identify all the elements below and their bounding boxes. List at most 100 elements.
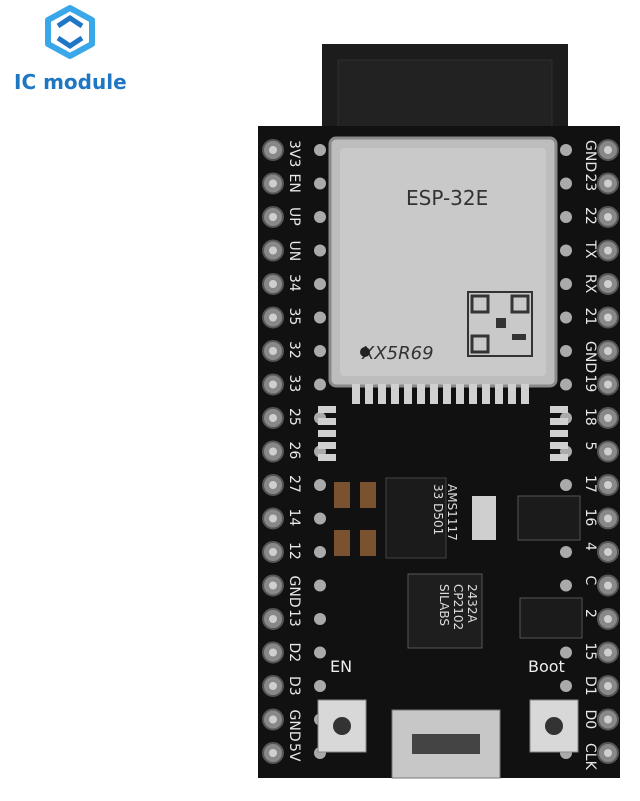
pin-label-right: GND <box>582 140 598 172</box>
module-pad <box>404 384 412 404</box>
header-pin-left <box>262 373 326 396</box>
header-pin-left <box>262 172 326 195</box>
header-pin-right <box>560 373 619 396</box>
header-pin-right <box>560 340 619 362</box>
module-pad <box>550 406 568 413</box>
ldo-marking-1: AMS1117 <box>445 484 459 541</box>
pin-label-left: 34 <box>286 274 302 292</box>
header-pin-right <box>560 206 619 228</box>
module-pad <box>318 430 336 437</box>
module-label: ESP-32E <box>406 186 488 210</box>
header-pin-right <box>560 541 619 563</box>
module-pad <box>482 384 490 404</box>
module-pad <box>469 384 477 404</box>
header-pin-left <box>262 340 326 362</box>
header-pin-right <box>560 675 619 697</box>
pin-label-right: 15 <box>582 643 598 661</box>
ldo-regulator <box>385 477 447 559</box>
pin-label-left: UP <box>286 207 302 226</box>
pin-label-left: 26 <box>286 442 302 460</box>
pin-label-right: 5 <box>582 442 598 451</box>
module-pad <box>417 384 425 404</box>
pin-label-left: GND <box>286 576 302 608</box>
header-pin-left <box>262 139 326 161</box>
pin-label-left: 33 <box>286 375 302 393</box>
pin-label-left: EN <box>286 174 302 193</box>
header-pin-left <box>262 273 326 295</box>
module-pad <box>318 454 336 461</box>
header-pin-right <box>560 172 619 195</box>
pin-label-right: C <box>582 576 598 586</box>
module-pad <box>508 384 516 404</box>
header-pin-left <box>262 507 326 530</box>
module-marking: XX5R69 <box>361 343 434 364</box>
module-pad <box>430 384 438 404</box>
module-pad <box>495 384 503 404</box>
usb-uart-chip <box>407 573 483 649</box>
header-pin-right <box>560 239 619 262</box>
header-pin-left <box>262 675 326 697</box>
pin-label-right: 17 <box>582 475 598 493</box>
header-pin-left <box>262 641 326 664</box>
header-pin-right <box>560 273 619 295</box>
brand-name: IC module <box>14 70 127 94</box>
pin-label-right: D1 <box>582 676 598 696</box>
pin-label-left: 3V3 <box>286 140 302 167</box>
en-button-label: EN <box>330 657 352 676</box>
module-pad <box>318 406 336 413</box>
header-pin-right <box>560 574 619 597</box>
pin-label-right: 4 <box>582 542 598 551</box>
module-pad <box>318 418 336 425</box>
pin-label-right: 21 <box>582 308 598 326</box>
header-pin-left <box>262 541 326 563</box>
pin-label-right: 23 <box>582 174 598 192</box>
module-pad <box>318 442 336 449</box>
pin-label-left: D2 <box>286 643 302 663</box>
pin-label-right: 22 <box>582 207 598 225</box>
usb-chip-marking-1: SILABS <box>437 584 451 626</box>
pin-label-right: TX <box>582 240 598 260</box>
header-pin-right <box>560 407 619 429</box>
pin-label-left: D3 <box>286 676 302 696</box>
pin-label-left: 25 <box>286 408 302 426</box>
pin-label-right: 2 <box>582 609 598 618</box>
usb-chip-marking-3: 2432A <box>465 584 479 624</box>
header-pin-right <box>560 641 619 664</box>
header-pin-left <box>262 206 326 228</box>
pin-label-left: 27 <box>286 475 302 493</box>
header-pin-left <box>262 574 326 597</box>
hexagon-logo-icon <box>45 5 95 59</box>
header-pin-right <box>560 139 619 161</box>
boot-button <box>529 699 579 753</box>
pin-label-left: 32 <box>286 341 302 359</box>
pin-label-left: 12 <box>286 542 302 560</box>
module-pad <box>550 442 568 449</box>
header-pin-left <box>262 239 326 262</box>
pin-label-right: GND <box>582 341 598 373</box>
module-pad <box>521 384 529 404</box>
pin-label-right: RX <box>582 274 598 294</box>
module-pad <box>391 384 399 404</box>
header-pin-right <box>560 306 619 329</box>
module-pad <box>456 384 464 404</box>
pin-label-left: 5V <box>286 743 302 762</box>
module-pad <box>550 418 568 425</box>
pin-label-right: D0 <box>582 710 598 730</box>
header-pin-left <box>262 474 326 496</box>
ldo-marking-2: 33 D501 <box>431 484 445 535</box>
pin-label-left: 35 <box>286 308 302 326</box>
module-pad <box>550 454 568 461</box>
module-pad <box>378 384 386 404</box>
header-pin-right <box>560 474 619 496</box>
pin-label-left: 13 <box>286 609 302 627</box>
en-button <box>317 699 367 753</box>
pin-label-right: 19 <box>582 375 598 393</box>
boot-button-label: Boot <box>528 657 565 676</box>
pin-label-left: UN <box>286 241 302 262</box>
module-pad <box>365 384 373 404</box>
pin-label-right: 16 <box>582 509 598 527</box>
header-pin-left <box>262 608 326 630</box>
pin-label-left: GND <box>286 710 302 742</box>
pin-label-right: 18 <box>582 408 598 426</box>
